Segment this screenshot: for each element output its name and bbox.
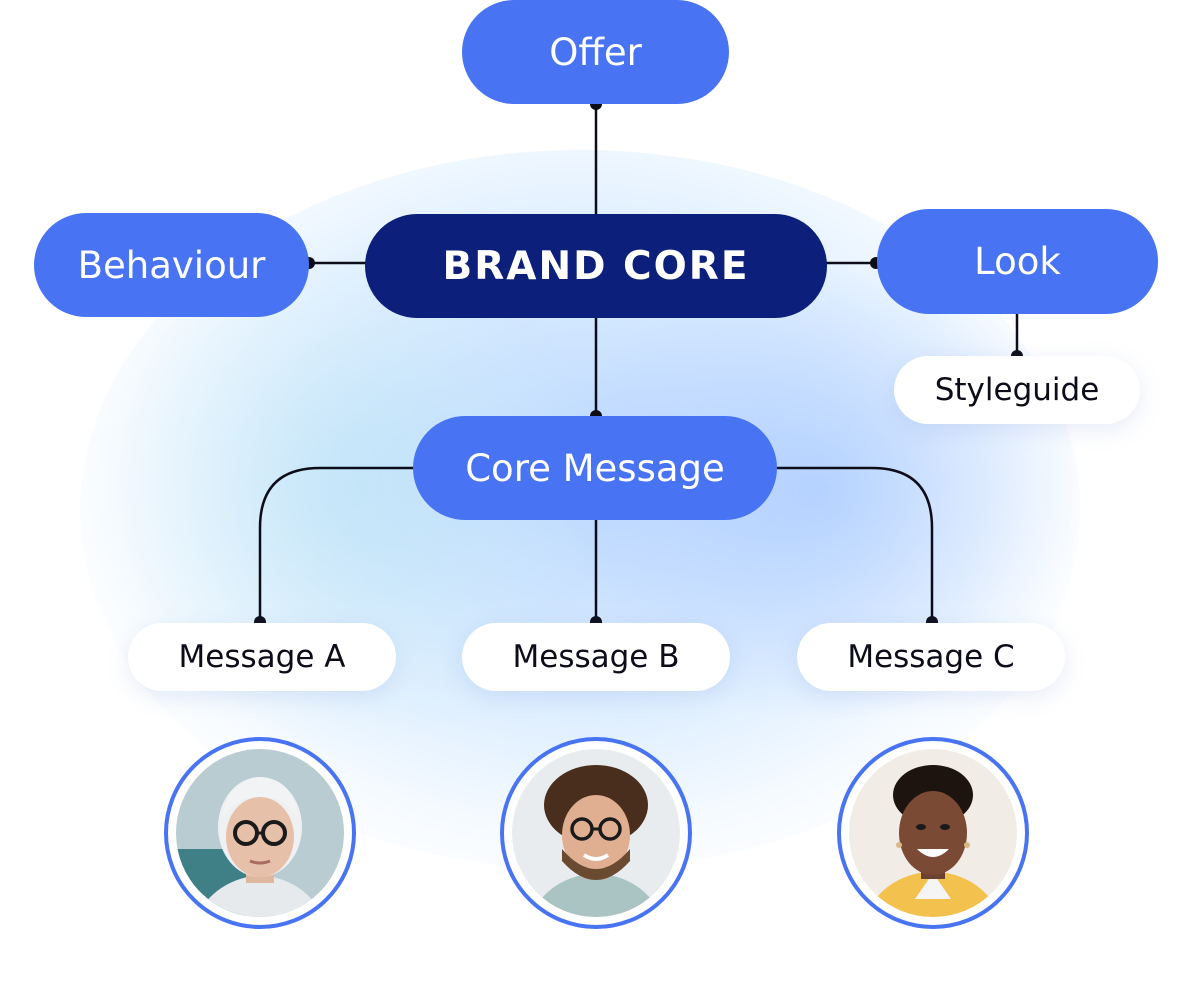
avatar-message-c <box>837 737 1029 929</box>
connector-message-a <box>258 466 414 622</box>
node-look: Look <box>877 209 1158 314</box>
node-message-c: Message C <box>797 623 1065 691</box>
person-photo-icon <box>512 749 680 917</box>
node-message-a: Message A <box>128 623 396 691</box>
avatar-message-b <box>500 737 692 929</box>
avatar-message-a <box>164 737 356 929</box>
person-photo-icon <box>176 749 344 917</box>
node-styleguide: Styleguide <box>894 356 1140 424</box>
node-message-b: Message B <box>462 623 730 691</box>
connector-message-c <box>777 466 934 622</box>
node-core-message: Core Message <box>413 416 777 520</box>
node-brand-core: BRAND CORE <box>365 214 827 318</box>
node-offer: Offer <box>462 0 729 104</box>
person-photo-icon <box>849 749 1017 917</box>
node-behaviour: Behaviour <box>34 213 309 317</box>
